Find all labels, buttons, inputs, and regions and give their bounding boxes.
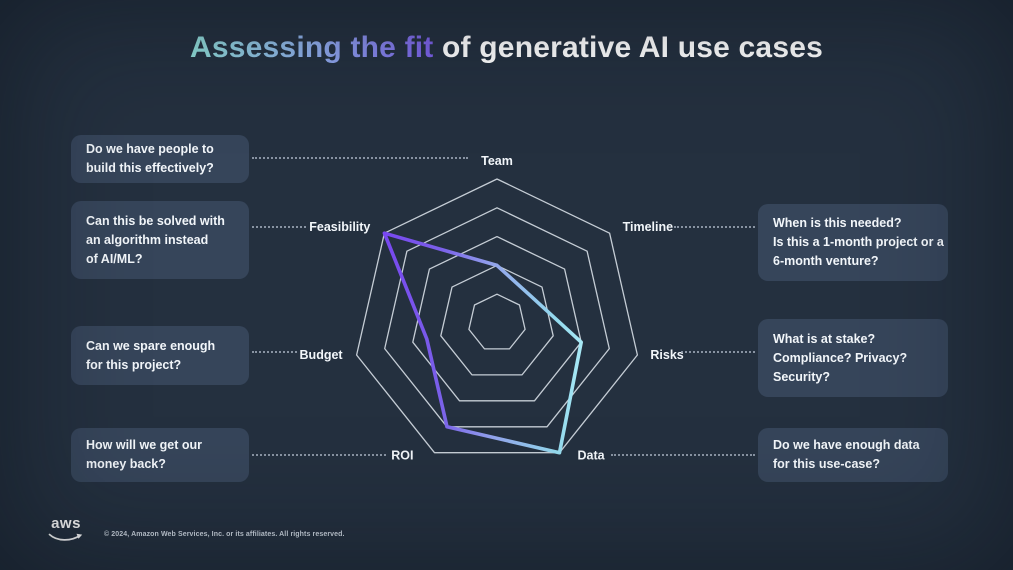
axis-label-risks: Risks [650, 348, 683, 362]
copyright-text: © 2024, Amazon Web Services, Inc. or its… [104, 531, 345, 538]
aws-smile-icon [48, 533, 83, 541]
callout-timeline: When is this needed? Is this a 1-month p… [758, 204, 948, 281]
connector-risks [681, 351, 755, 353]
aws-logo-text: aws [51, 515, 81, 532]
axis-label-budget: Budget [300, 348, 344, 362]
radar-grid-ring [412, 235, 582, 402]
callout-feasibility: Can this be solved with an algorithm ins… [71, 201, 249, 279]
connector-feasibility [252, 226, 306, 228]
callout-roi-text: How will we get our money back? [86, 438, 202, 471]
connector-roi [252, 454, 386, 456]
callout-data-text: Do we have enough data for this use-case… [773, 438, 920, 471]
callout-budget-text: Can we spare enough for this project? [86, 338, 216, 372]
callout-data: Do we have enough data for this use-case… [758, 428, 948, 482]
callout-timeline-text: When is this needed? Is this a 1-month p… [773, 216, 944, 268]
callout-roi: How will we get our money back? [71, 428, 249, 482]
radar-grid-ring [355, 178, 639, 454]
radar-data-polygon [382, 231, 584, 455]
callout-risks-text: What is at stake? Compliance? Privacy? S… [773, 331, 908, 384]
radar-grid-ring [440, 264, 554, 376]
axis-label-roi: ROI [391, 449, 413, 463]
page-title: Assessing the fit of generative AI use c… [0, 31, 1013, 65]
axis-label-timeline: Timeline [623, 220, 674, 234]
callout-risks: What is at stake? Compliance? Privacy? S… [758, 319, 948, 397]
connector-budget [252, 351, 297, 353]
connector-timeline [674, 226, 755, 228]
callout-team-text: Do we have people to build this effectiv… [86, 142, 214, 175]
aws-logo: aws [47, 515, 85, 549]
axis-label-feasibility: Feasibility [309, 220, 370, 234]
title-highlight: Assessing the fit [190, 31, 434, 64]
callout-feasibility-text: Can this be solved with an algorithm ins… [86, 213, 225, 266]
callout-budget: Can we spare enough for this project? [71, 326, 249, 385]
axis-label-team: Team [481, 154, 513, 168]
connector-data [611, 454, 755, 456]
title-rest: of generative AI use cases [433, 31, 823, 64]
callout-team: Do we have people to build this effectiv… [71, 135, 249, 183]
connector-team [252, 157, 468, 159]
radar-grid-ring [468, 293, 526, 350]
radar-grid-ring [384, 207, 610, 428]
axis-label-data: Data [578, 449, 606, 463]
